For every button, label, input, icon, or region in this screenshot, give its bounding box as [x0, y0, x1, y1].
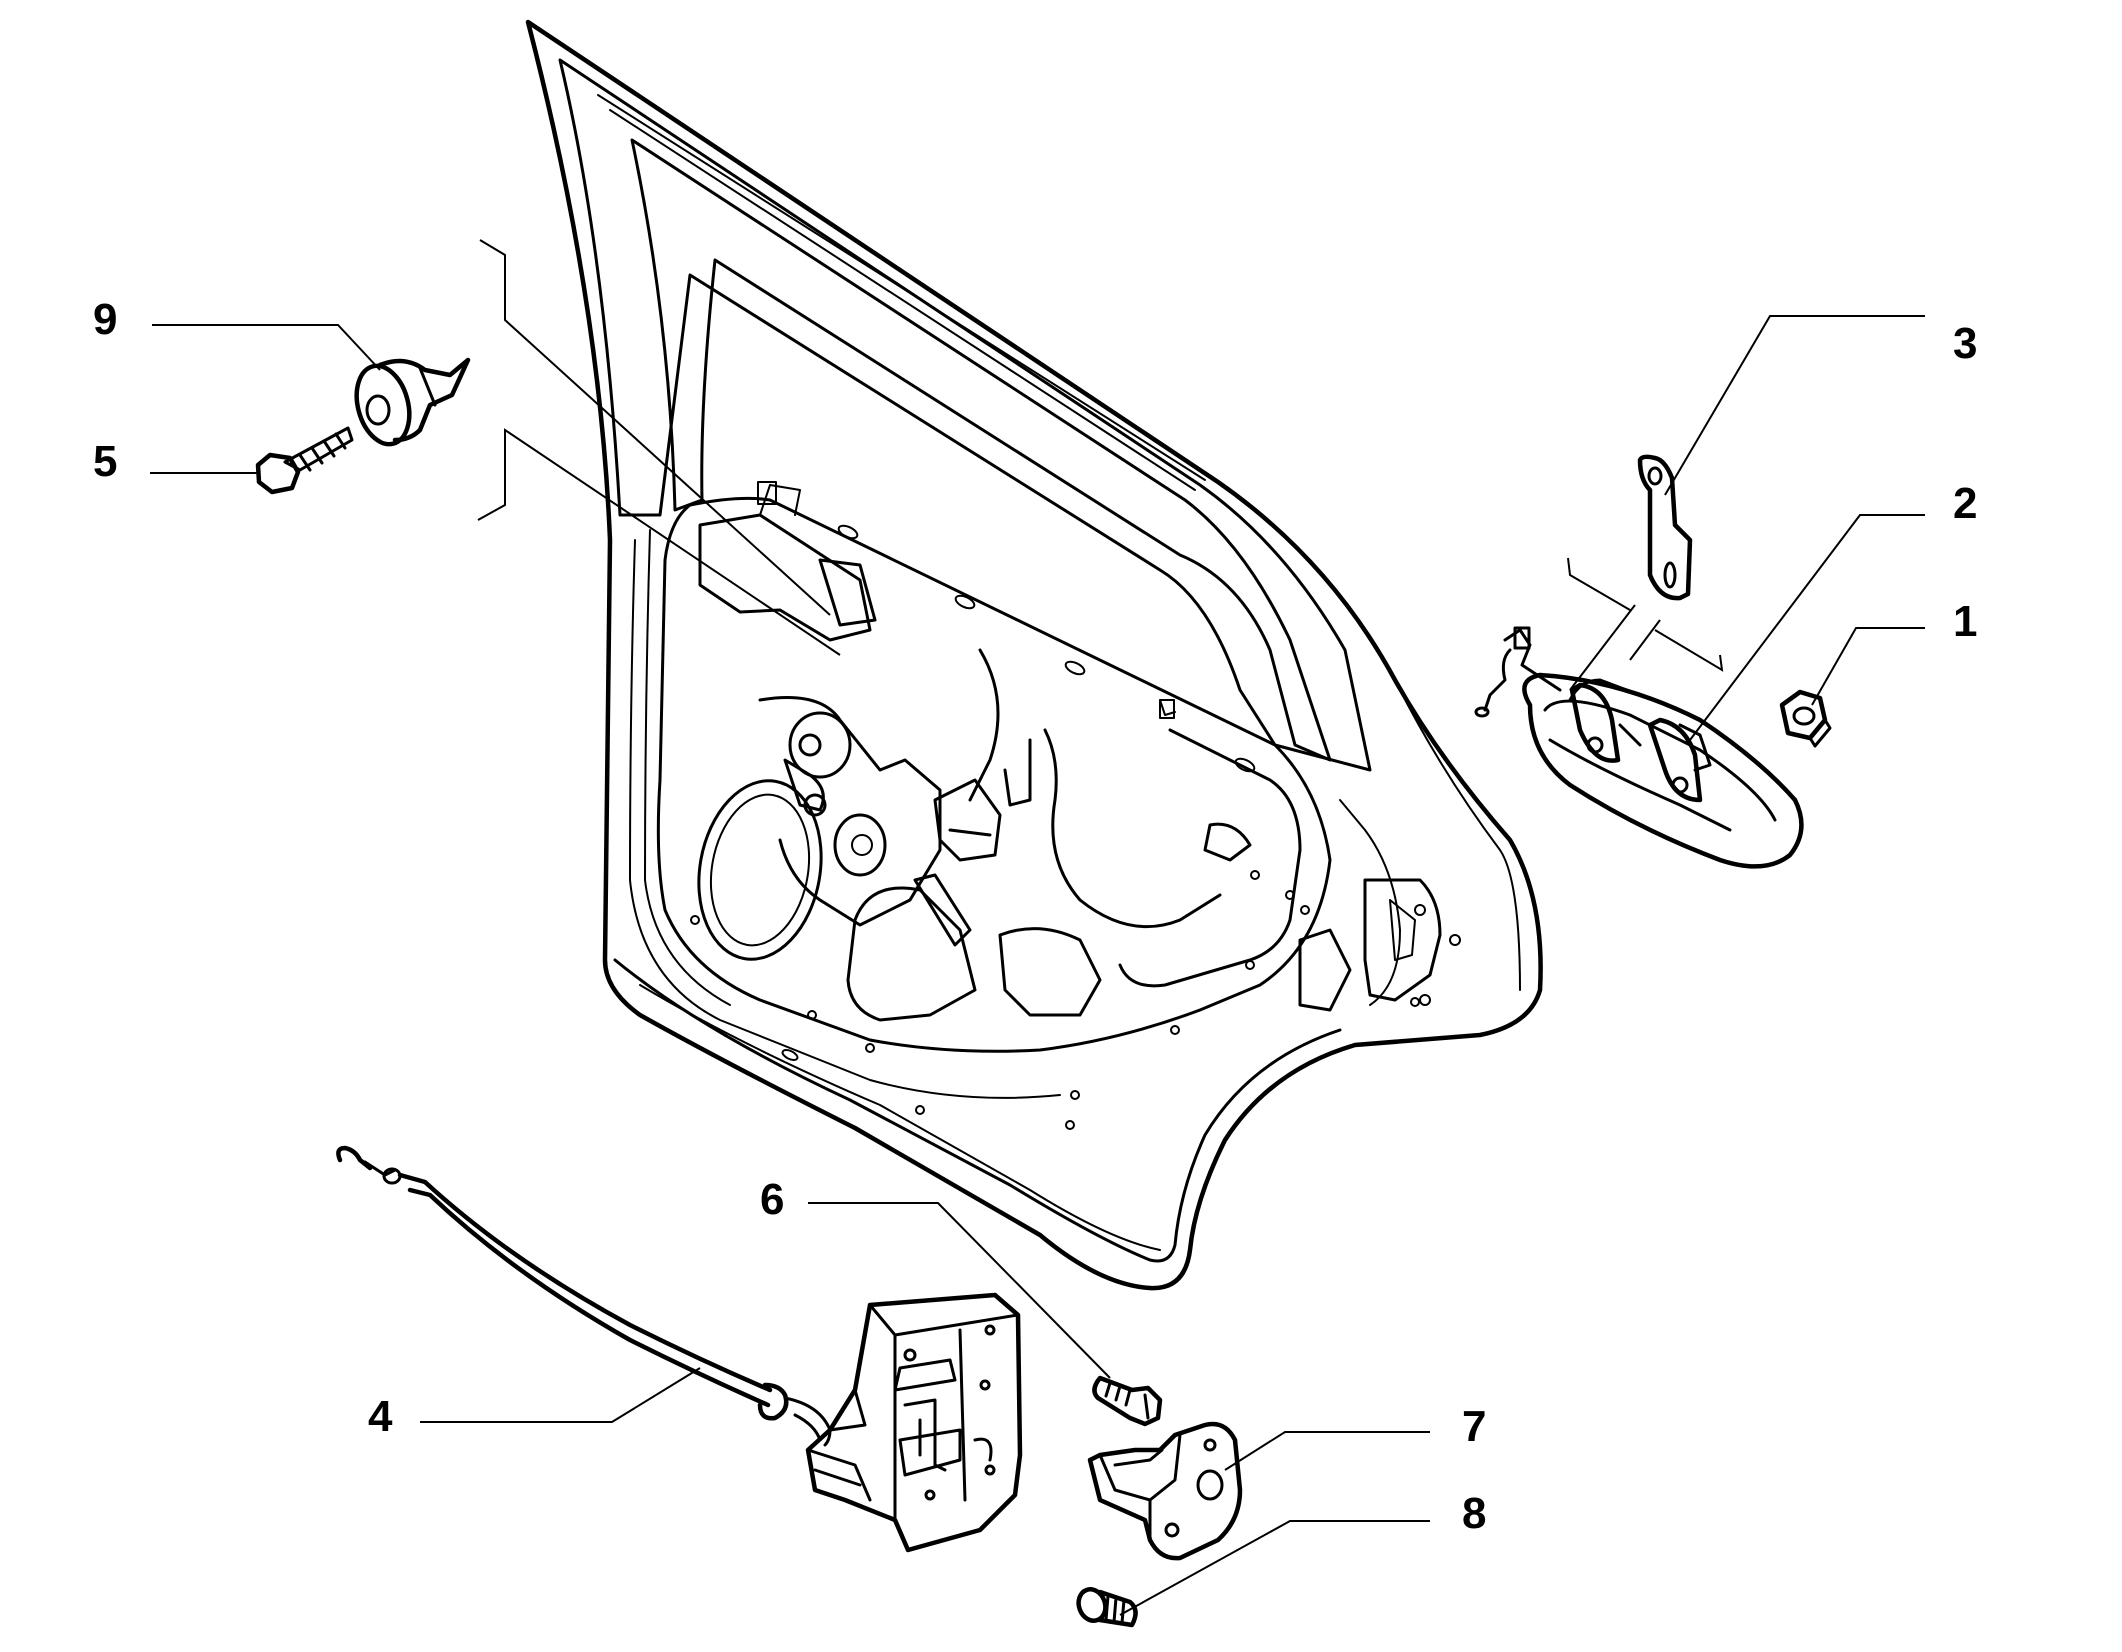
leader-8 [1119, 1520, 1430, 1616]
handle-part-2 [1474, 626, 1804, 869]
leader-6 [808, 1202, 1111, 1379]
door-lock-assembly [805, 1292, 1023, 1553]
bolt-part-5 [255, 426, 354, 495]
handle-reference-lines [1567, 557, 1724, 691]
door-reference-lines [477, 239, 841, 656]
cable-part-4 [336, 1145, 832, 1447]
leader-4 [420, 1367, 701, 1423]
callout-label-5: 5 [93, 437, 118, 486]
callout-leaders [150, 315, 1925, 1616]
door-panel [525, 19, 1543, 1291]
clip-part-9 [354, 357, 471, 447]
callout-label-6: 6 [760, 1175, 785, 1224]
callout-label-9: 9 [93, 295, 118, 344]
leader-2 [1689, 514, 1925, 741]
screw-part-6 [1092, 1375, 1163, 1427]
callout-label-8: 8 [1462, 1489, 1487, 1538]
callout-label-7: 7 [1462, 1402, 1487, 1451]
callout-label-3: 3 [1953, 319, 1978, 368]
callout-label-1: 1 [1953, 597, 1978, 646]
leader-9 [152, 324, 381, 371]
screw-part-8 [1076, 1587, 1138, 1628]
leader-1 [1811, 627, 1925, 706]
leader-7 [1224, 1431, 1430, 1471]
bracket-part-3 [1637, 454, 1693, 601]
nut-part-1 [1779, 689, 1832, 748]
callout-label-4: 4 [368, 1392, 393, 1441]
leader-3 [1664, 315, 1925, 496]
callout-label-2: 2 [1953, 479, 1978, 528]
striker-part-7 [1087, 1421, 1243, 1561]
